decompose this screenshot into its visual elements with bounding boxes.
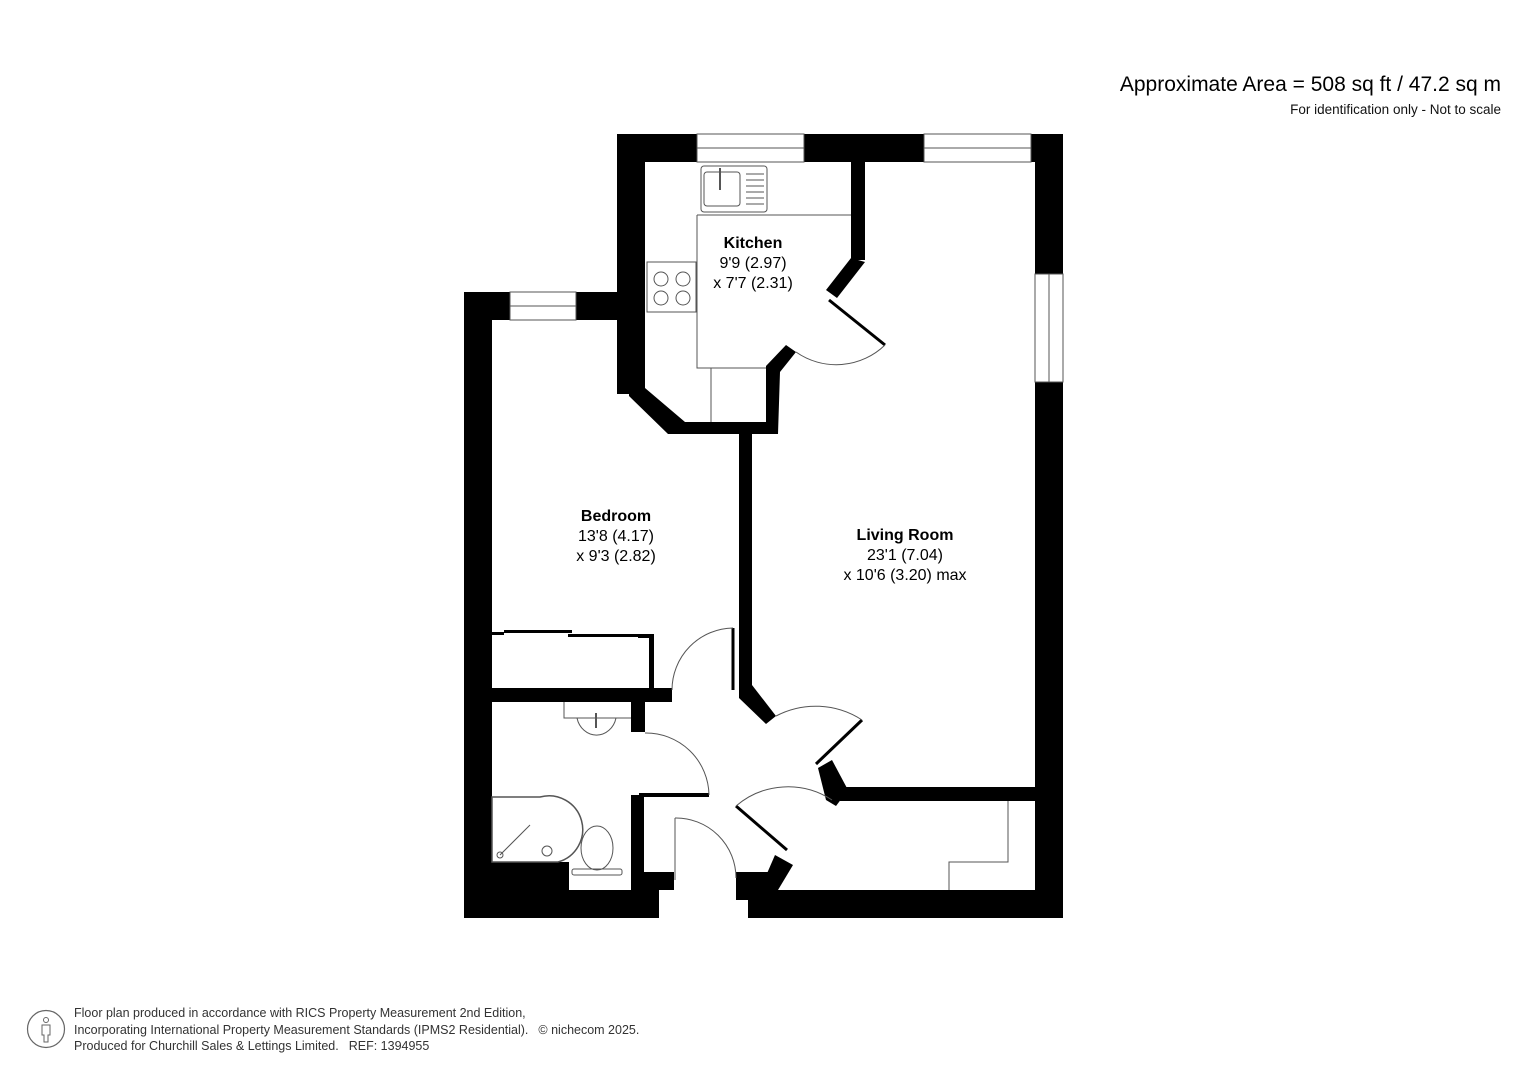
room-kitchen: Kitchen 9'9 (2.97) x 7'7 (2.31) [713, 234, 793, 294]
room-dimension: 13'8 (4.17) [577, 528, 654, 545]
footer: Floor plan produced in accordance with R… [26, 1005, 639, 1055]
room-dimension: x 9'3 (2.82) [576, 548, 656, 565]
reference-number: REF: 1394955 [348, 1039, 430, 1053]
header: Approximate Area = 508 sq ft / 47.2 sq m… [1120, 72, 1501, 119]
footer-line-3: Produced for Churchill Sales & Lettings … [74, 1039, 339, 1053]
fixtures [491, 165, 1009, 890]
windows [509, 133, 1064, 383]
room-name: Bedroom [580, 508, 652, 525]
room-dimension: x 10'6 (3.20) max [843, 567, 967, 584]
scale-disclaimer: For identification only - Not to scale [1290, 102, 1501, 117]
room-dimension: x 7'7 (2.31) [713, 275, 793, 292]
footer-line-2: Incorporating International Property Mea… [74, 1022, 529, 1037]
room-name: Kitchen [723, 235, 783, 252]
room-dimension: 23'1 (7.04) [866, 547, 943, 564]
copyright: © nichecom 2025. [538, 1022, 640, 1037]
footer-line-1: Floor plan produced in accordance with R… [74, 1006, 526, 1020]
room-bedroom: Bedroom 13'8 (4.17) x 9'3 (2.82) [576, 507, 656, 567]
room-dimension: 9'9 (2.97) [719, 255, 787, 272]
room-living-room: Living Room 23'1 (7.04) x 10'6 (3.20) ma… [843, 526, 966, 586]
person-in-circle-icon [26, 1009, 66, 1049]
room-name: Living Room [856, 527, 954, 544]
approximate-area: Approximate Area = 508 sq ft / 47.2 sq m [1119, 73, 1501, 96]
walls [464, 134, 1063, 918]
